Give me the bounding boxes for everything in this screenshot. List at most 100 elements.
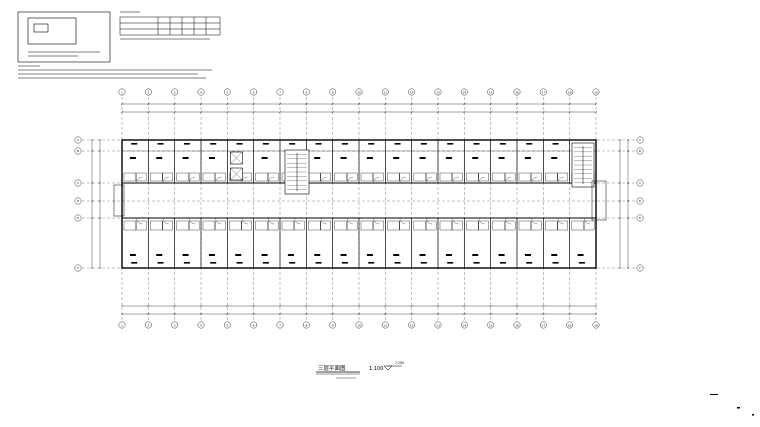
north-door-swing bbox=[162, 176, 169, 184]
north-room-tag bbox=[314, 157, 321, 159]
north-room-code bbox=[552, 143, 559, 145]
dimension-tick bbox=[618, 138, 622, 142]
north-wardrobe bbox=[320, 172, 331, 182]
grid-bubble-top-10 bbox=[355, 88, 363, 96]
grid-label-bottom-3: 3 bbox=[174, 323, 176, 327]
dimension-tick bbox=[436, 102, 440, 106]
south-bathroom bbox=[413, 220, 426, 231]
north-wardrobe bbox=[188, 172, 200, 182]
north-door-swing bbox=[399, 176, 406, 184]
south-room-code bbox=[368, 262, 375, 264]
grid-bubble-bottom-19 bbox=[592, 321, 600, 329]
grid-label-bottom-5: 5 bbox=[226, 323, 228, 327]
grid-bubble-top-18 bbox=[566, 88, 574, 96]
dimension-tick bbox=[199, 312, 203, 316]
south-bathroom bbox=[176, 220, 189, 231]
grid-bubble-top-12 bbox=[408, 88, 416, 96]
south-room-code bbox=[526, 262, 533, 264]
south-wardrobe bbox=[294, 220, 305, 231]
grid-row-bubble-right-F bbox=[636, 264, 644, 272]
north-door-swing bbox=[215, 176, 222, 184]
dimension-tick bbox=[120, 304, 124, 308]
north-bathroom bbox=[202, 172, 216, 182]
north-room-tag bbox=[340, 157, 347, 159]
grid-bubble-bottom-2 bbox=[144, 321, 152, 329]
dimension-tick bbox=[331, 304, 334, 308]
south-room-code bbox=[131, 262, 138, 264]
south-wardrobe bbox=[583, 220, 595, 231]
south-door-swing bbox=[584, 217, 591, 225]
south-bathroom bbox=[229, 220, 242, 231]
north-room-code bbox=[420, 143, 427, 145]
grid-row-label-left-D: D bbox=[77, 199, 79, 203]
grid-bubble-top-4 bbox=[197, 88, 205, 96]
dimension-tick bbox=[90, 149, 94, 153]
grid-row-bubble-right-C bbox=[636, 179, 644, 187]
south-door-swing bbox=[557, 217, 564, 225]
legend-notes bbox=[18, 65, 212, 79]
north-wardrobe bbox=[557, 172, 568, 182]
north-door-swing bbox=[505, 176, 512, 184]
dimension-tick bbox=[626, 138, 630, 142]
north-door-swing bbox=[373, 176, 380, 184]
north-wardrobe bbox=[215, 172, 226, 182]
dimension-tick bbox=[278, 102, 282, 106]
dimension-tick bbox=[568, 312, 571, 316]
grid-bubble-top-5 bbox=[223, 88, 231, 96]
dimension-tick bbox=[618, 181, 622, 185]
grid-label-top-10: 10 bbox=[357, 90, 361, 94]
north-room-code bbox=[289, 143, 296, 145]
dimension-tick bbox=[90, 199, 94, 203]
north-room-tag bbox=[551, 157, 558, 159]
dimension-tick bbox=[463, 110, 466, 114]
grid-bubble-top-11 bbox=[381, 88, 389, 96]
grid-label-top-2: 2 bbox=[147, 90, 149, 94]
dimension-tick bbox=[120, 312, 124, 316]
north-bathroom bbox=[545, 172, 558, 182]
grid-row-bubble-right-E bbox=[636, 214, 644, 222]
grid-bubble-top-7 bbox=[276, 88, 284, 96]
south-bathroom bbox=[255, 220, 268, 231]
grid-label-bottom-2: 2 bbox=[147, 323, 149, 327]
south-bathroom bbox=[545, 220, 558, 231]
grid-bubble-top-13 bbox=[434, 88, 442, 96]
grid-bubble-top-2 bbox=[144, 88, 152, 96]
north-room-code bbox=[499, 143, 506, 145]
dimension-tick bbox=[384, 304, 387, 308]
south-wardrobe bbox=[399, 220, 410, 231]
south-room-tag bbox=[551, 254, 558, 256]
dimension-tick bbox=[331, 110, 334, 114]
stair-west bbox=[284, 149, 310, 195]
north-room-tag bbox=[498, 157, 505, 159]
south-room-code bbox=[315, 262, 322, 264]
south-room-code bbox=[210, 262, 217, 264]
south-room-code bbox=[473, 262, 480, 264]
dimension-tick bbox=[568, 110, 571, 114]
north-door-swing bbox=[241, 176, 248, 184]
grid-bubble-bottom-18 bbox=[566, 321, 574, 329]
dimension-tick bbox=[120, 110, 124, 114]
south-room-code bbox=[578, 262, 585, 264]
north-bathroom bbox=[150, 172, 163, 182]
north-door-swing bbox=[136, 176, 143, 184]
south-door-swing bbox=[241, 217, 248, 225]
north-room-code bbox=[368, 143, 375, 145]
south-room-tag bbox=[129, 254, 136, 256]
grid-bubble-bottom-16 bbox=[513, 321, 521, 329]
dimension-tick bbox=[626, 266, 630, 270]
grid-label-top-11: 11 bbox=[384, 90, 388, 94]
dimension-tick bbox=[463, 312, 466, 316]
south-door-swing bbox=[294, 217, 301, 225]
grid-label-top-18: 18 bbox=[568, 90, 572, 94]
grid-label-top-4: 4 bbox=[200, 90, 202, 94]
dimension-tick bbox=[626, 199, 630, 203]
drawing-title-block: 三层平面图 1:100 7.200 bbox=[316, 361, 404, 379]
grid-bubble-bottom-7 bbox=[276, 321, 284, 329]
grid-label-bottom-18: 18 bbox=[568, 323, 572, 327]
dimension-tick bbox=[90, 138, 94, 142]
north-bathroom bbox=[360, 172, 374, 182]
dimension-tick bbox=[542, 304, 545, 308]
south-wardrobe bbox=[452, 220, 463, 231]
north-room-tag bbox=[366, 157, 373, 159]
